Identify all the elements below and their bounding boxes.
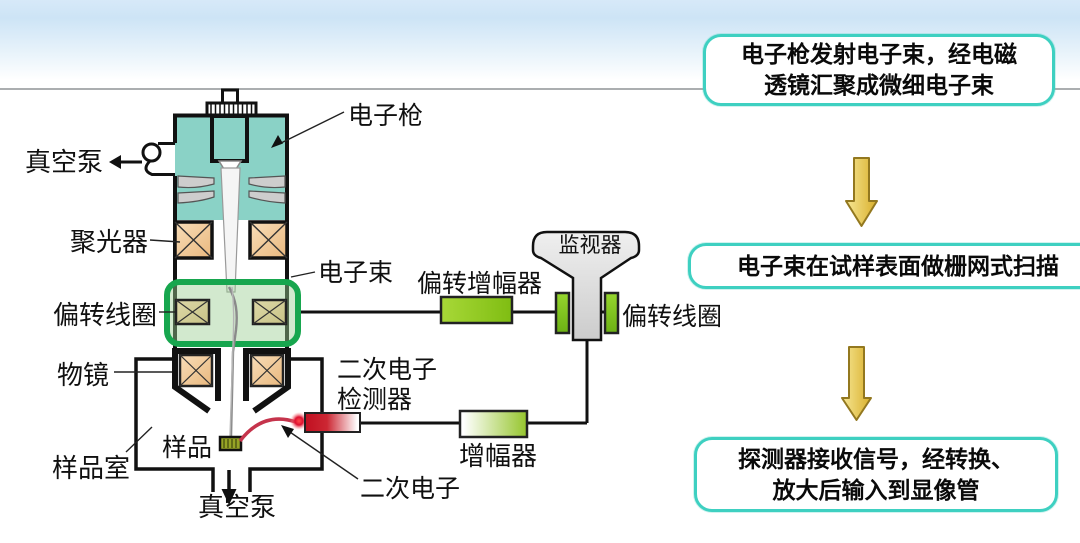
- scintillator-glow: [290, 412, 308, 430]
- beam-column: [220, 167, 241, 293]
- label-sample: 样品: [162, 434, 212, 462]
- deflection-highlight-fill: [167, 282, 298, 344]
- secondary-electron-path: [238, 417, 297, 443]
- objective-pole-left: [172, 348, 221, 414]
- label-objective-lens: 物镜: [57, 361, 109, 390]
- label-deflection-amplifier: 偏转增幅器: [417, 270, 542, 298]
- flow-step-1: 电子枪发射电子束，经电磁 透镜汇聚成微细电子束: [703, 34, 1055, 106]
- aperture-blades: [177, 175, 286, 204]
- amplifier-box: [458, 409, 529, 439]
- deflection-amplifier-box: [439, 295, 514, 325]
- gun-pointer-arrowhead: [271, 135, 283, 148]
- deflection-coil-assembly: [164, 279, 301, 347]
- vacuum-pipe-top: [109, 142, 175, 176]
- label-se-detector-line1: 二次电子: [337, 356, 437, 384]
- monitor-crt: 监视器: [531, 230, 641, 342]
- label-amplifier: 增幅器: [459, 442, 537, 471]
- monitor-body: [531, 230, 641, 342]
- flow-step-2-line-1: 电子束在试样表面做栅网式扫描: [737, 252, 1059, 279]
- secondary-electron-detector: [304, 412, 361, 433]
- condenser-lens: [173, 220, 289, 260]
- label-electron-beam: 电子束: [318, 259, 393, 287]
- label-vacuum-pump-top: 真空泵: [25, 148, 103, 177]
- label-deflection-coil-right: 偏转线圈: [622, 303, 722, 331]
- gun-insulator: [205, 101, 258, 117]
- wires: [296, 310, 606, 425]
- flow-step-3: 探测器接收信号，经转换、 放大后输入到显像管: [694, 437, 1058, 512]
- flow-step-3-line-2: 放大后输入到显像管: [772, 476, 980, 503]
- vacuum-arrow-bottom: [221, 470, 237, 505]
- flow-arrow-2-icon: [841, 346, 872, 421]
- crt-deflection-coil-right: [603, 291, 620, 335]
- flow-step-1-line-2: 透镜汇聚成微细电子束: [764, 72, 994, 98]
- label-deflection-coil-left: 偏转线圈: [53, 301, 157, 330]
- se-pointer-arrowhead: [281, 425, 294, 438]
- label-secondary-electron: 二次电子: [360, 475, 460, 503]
- divider-line: [0, 88, 1080, 90]
- flow-step-2: 电子束在试样表面做栅网式扫描: [688, 243, 1080, 289]
- flow-arrow-1-icon: [845, 157, 878, 227]
- objective-lens: [172, 348, 291, 414]
- cathode-block: [210, 114, 249, 163]
- label-se-detector-line2: 检测器: [337, 386, 412, 414]
- pump-arrow-head: [109, 155, 121, 169]
- scanned-beam-paths: [227, 286, 238, 438]
- sample-stub: [218, 435, 243, 452]
- label-sample-chamber: 样品室: [52, 454, 130, 483]
- electron-gun-assembly: [173, 88, 289, 352]
- flow-step-3-line-1: 探测器接收信号，经转换、: [738, 445, 1014, 472]
- flow-step-1-line-1: 电子枪发射电子束，经电磁: [741, 41, 1017, 67]
- label-condenser: 聚光器: [70, 228, 148, 257]
- objective-pole-right: [243, 348, 291, 414]
- pointer-lines: [114, 111, 359, 480]
- crt-deflection-coil-left: [554, 291, 571, 335]
- monitor-label: 监视器: [559, 233, 622, 257]
- sample-chamber-outline: [134, 357, 324, 492]
- label-vacuum-pump-bottom: 真空泵: [198, 493, 276, 522]
- label-electron-gun: 电子枪: [348, 102, 423, 130]
